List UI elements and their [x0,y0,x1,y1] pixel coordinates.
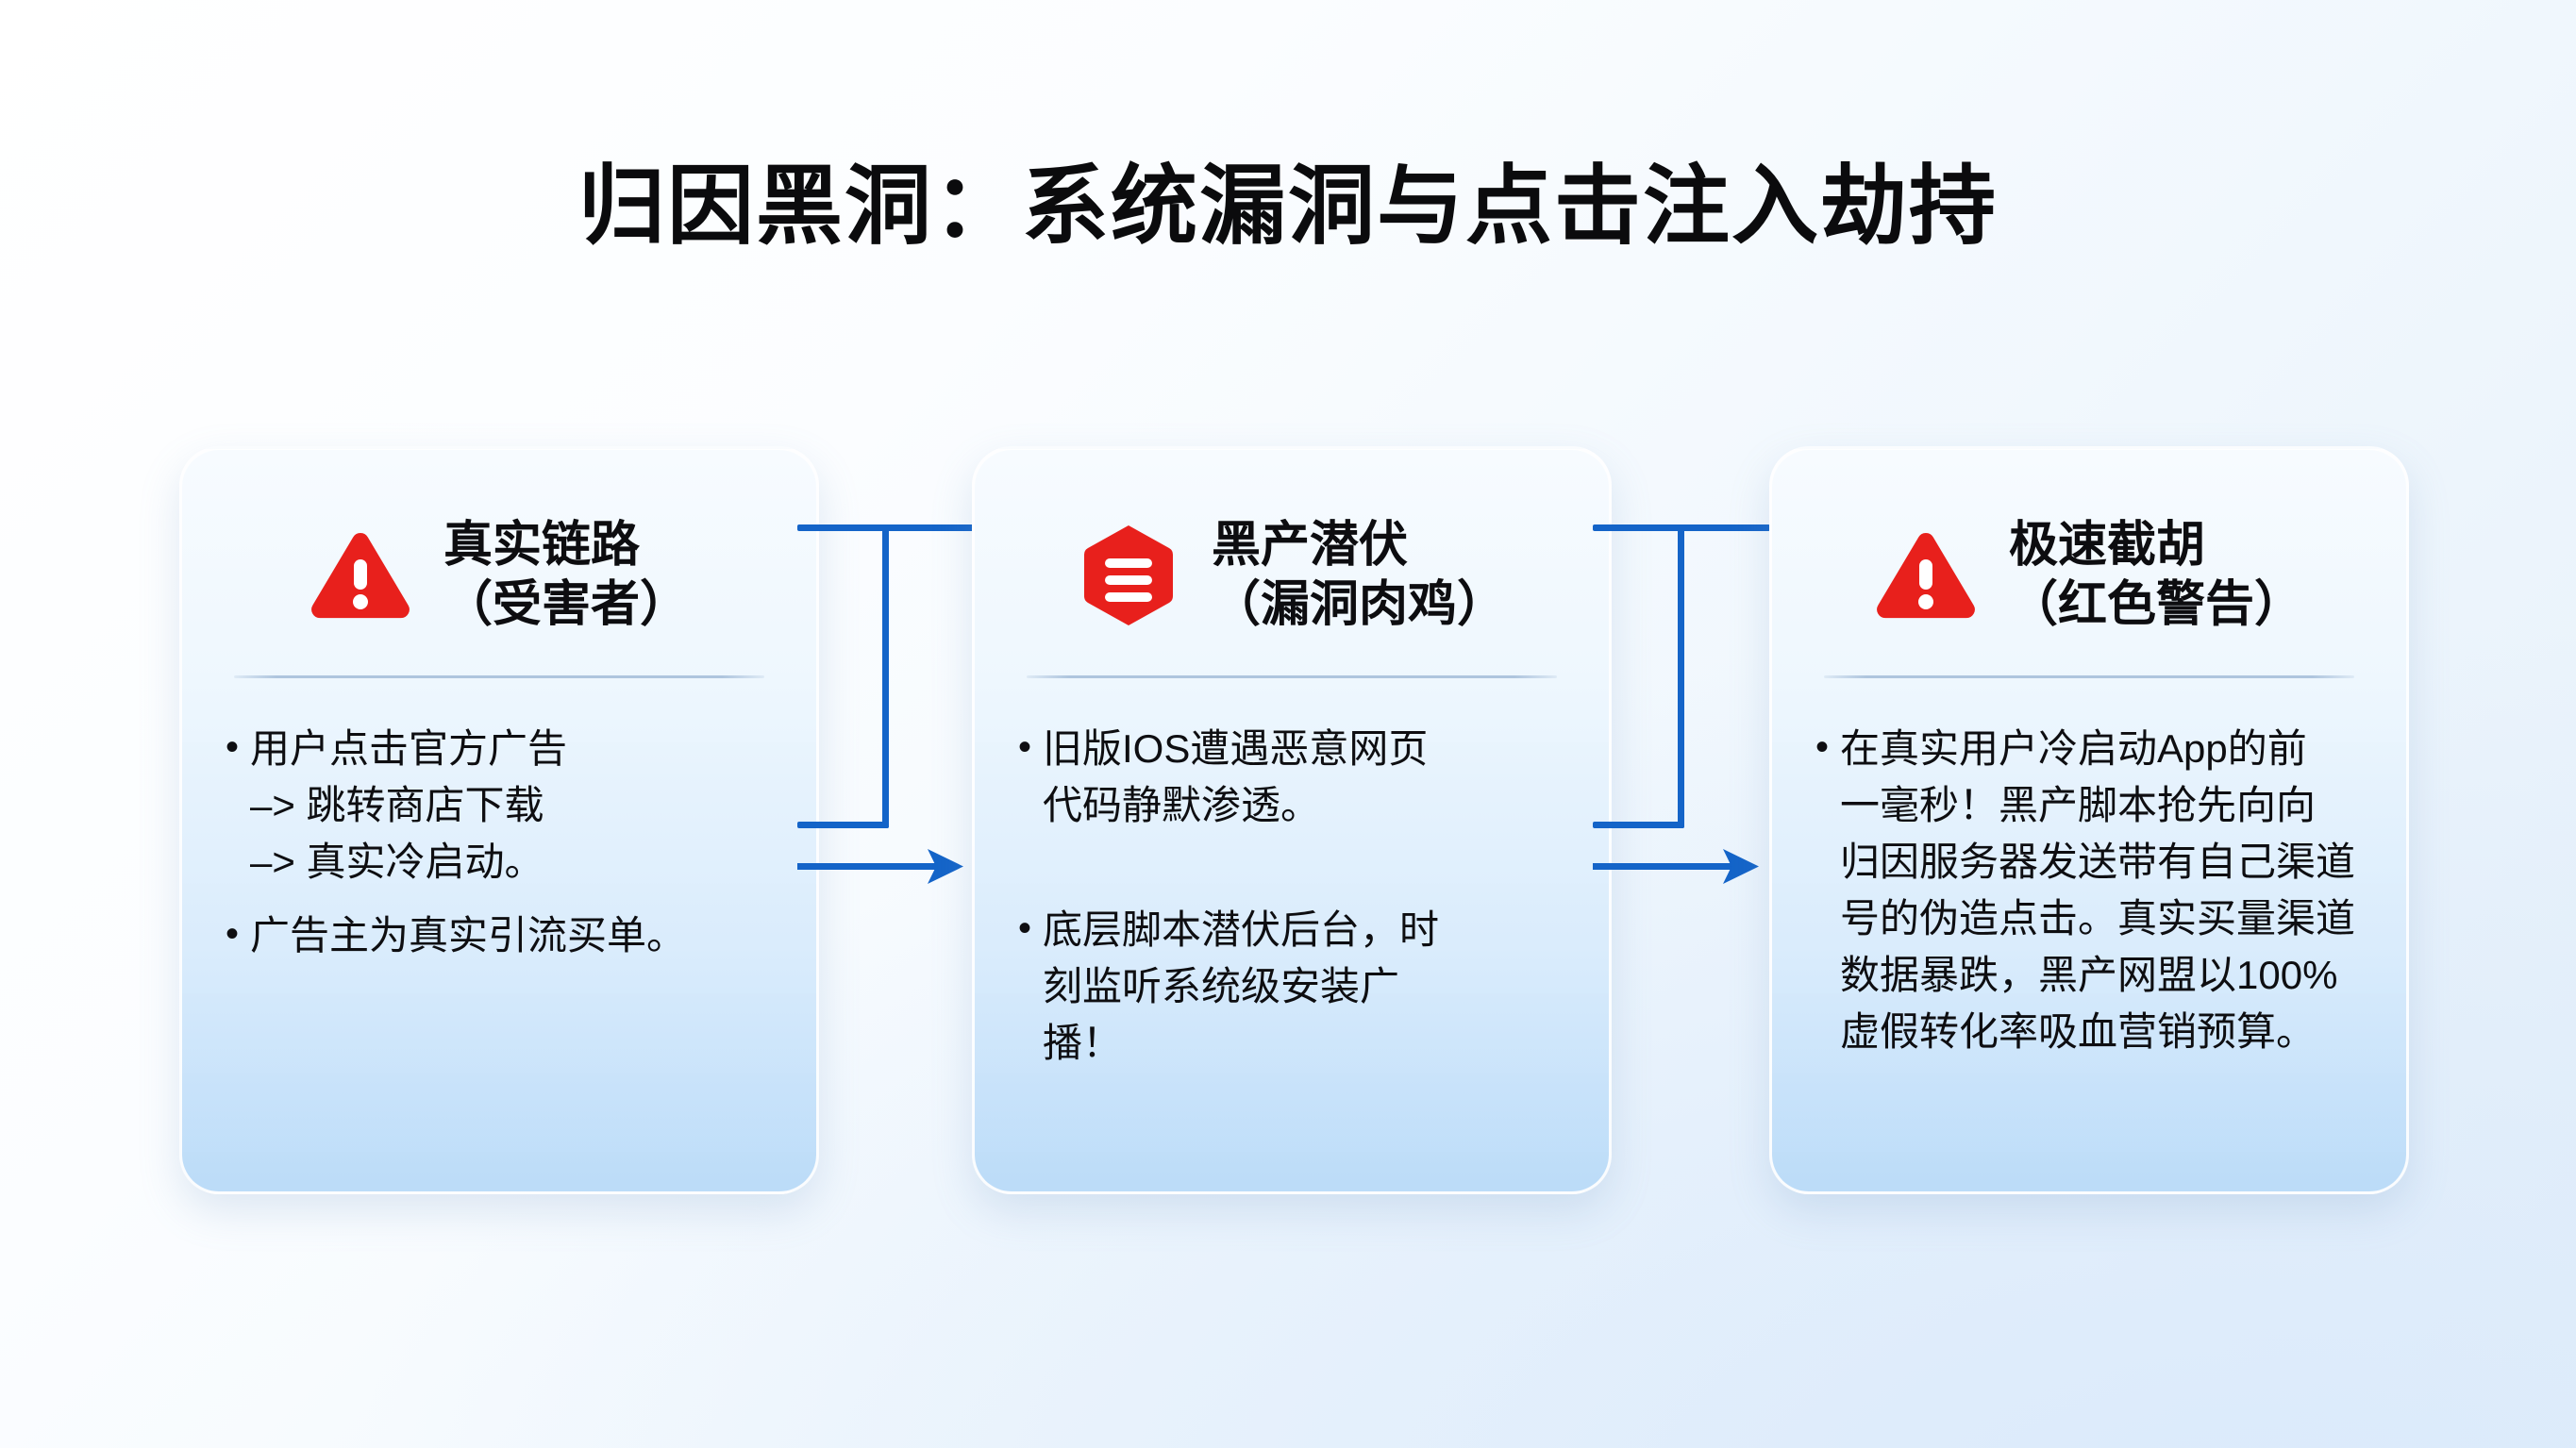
hexagon-lines-icon [1078,524,1179,626]
card-divider [234,675,764,678]
card-real-chain[interactable]: 真实链路 （受害者） • 用户点击官方广告 –> 跳转商店下载 –> 真实冷启动… [179,446,819,1194]
connector-vertical-line [882,524,889,828]
bullet-dot: • [1018,726,1032,768]
page-title: 归因黑洞：系统漏洞与点击注入劫持 [577,158,1998,255]
list-item: • 旧版IOS遭遇恶意网页 代码静默渗透。 [1018,721,1577,834]
card-title-line2: （红色警告） [2008,577,2303,632]
list-item: • 广告主为真实引流买单。 [226,907,784,964]
card-header: 真实链路 （受害者） [182,496,816,655]
card-title-line1: 黑产潜伏 [1211,517,1408,573]
connector-card2-to-card3 [1593,524,1777,884]
card-title-line1: 真实链路 [443,517,640,573]
arrow-right-icon [797,845,981,893]
connector-vertical-line [1678,524,1684,828]
list-item-text: 底层脚本潜伏后台，时 刻监听系统级安装广 播！ [1043,907,1440,1066]
card-title: 极速截胡 （红色警告） [2009,516,2303,636]
card-header: 黑产潜伏 （漏洞肉鸡） [975,496,1609,655]
bullet-dot: • [226,913,240,956]
list-item: • 用户点击官方广告 –> 跳转商店下载 –> 真实冷启动。 [226,721,784,890]
list-item-text: 用户点击官方广告 –> 跳转商店下载 –> 真实冷启动。 [250,726,568,885]
card-title-line2: （受害者） [443,577,689,632]
card-divider [1027,675,1557,678]
list-item: • 底层脚本潜伏后台，时 刻监听系统级安装广 播！ [1018,902,1577,1072]
warning-triangle-icon [309,524,411,626]
connector-bottom-line [797,822,889,828]
warning-triangle-icon [1875,524,1977,626]
bullet-dot: • [226,726,240,768]
card-title-line1: 极速截胡 [2008,517,2205,573]
list-item-text: 在真实用户冷启动App的前 一毫秒！黑产脚本抢先向向 归因服务器发送带有自己渠道… [1840,726,2356,1055]
card-title-line2: （漏洞肉鸡） [1211,577,1506,632]
bullet-dot: • [1018,907,1032,950]
list-item-text: 广告主为真实引流买单。 [250,913,687,958]
card-title: 真实链路 （受害者） [443,516,689,636]
bullet-dot: • [1815,726,1830,768]
card-header: 极速截胡 （红色警告） [1772,496,2406,655]
card-body: • 在真实用户冷启动App的前 一毫秒！黑产脚本抢先向向 归因服务器发送带有自己… [1815,721,2374,1060]
connector-bottom-line [1593,822,1684,828]
connector-card1-to-card2 [797,524,981,884]
card-title: 黑产潜伏 （漏洞肉鸡） [1212,516,1506,636]
arrow-right-icon [1593,845,1777,893]
list-item-text: 旧版IOS遭遇恶意网页 代码静默渗透。 [1043,726,1429,828]
card-body: • 用户点击官方广告 –> 跳转商店下载 –> 真实冷启动。 • 广告主为真实引… [226,721,784,964]
card-body: • 旧版IOS遭遇恶意网页 代码静默渗透。 • 底层脚本潜伏后台，时 刻监听系统… [1018,721,1577,1072]
list-item: • 在真实用户冷启动App的前 一毫秒！黑产脚本抢先向向 归因服务器发送带有自己… [1815,721,2374,1060]
card-divider [1824,675,2354,678]
card-instant-hijack[interactable]: 极速截胡 （红色警告） • 在真实用户冷启动App的前 一毫秒！黑产脚本抢先向向… [1769,446,2409,1194]
card-blackmarket-latency[interactable]: 黑产潜伏 （漏洞肉鸡） • 旧版IOS遭遇恶意网页 代码静默渗透。 • 底层脚本… [972,446,1612,1194]
